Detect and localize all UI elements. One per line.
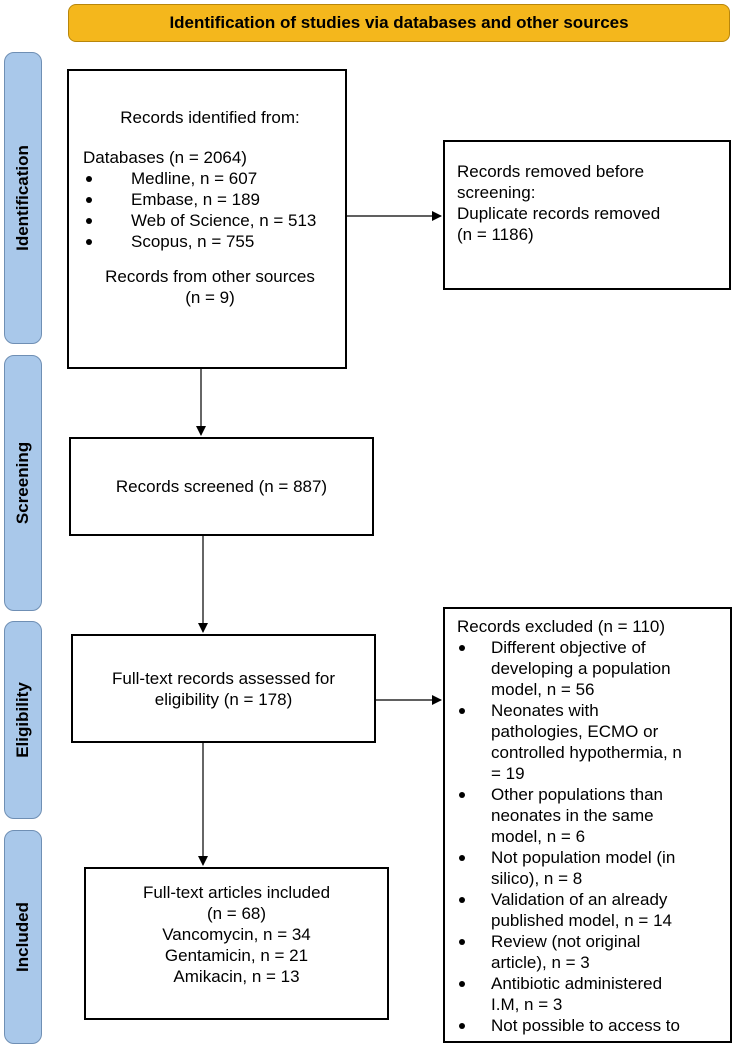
removed-line-1: Records removed before <box>457 162 645 181</box>
exclusion-text: I.M, n = 3 <box>491 995 563 1014</box>
exclusion-text: pathologies, ECMO or <box>491 722 659 741</box>
fulltext-line-2: eligibility (n = 178) <box>154 689 293 709</box>
included-line-1: Full-text articles included <box>142 883 331 902</box>
removed-line-3: Duplicate records removed <box>457 204 661 223</box>
exclusion-item: Not possible to access to <box>457 1015 724 1036</box>
database-item: Scopus, n = 755 <box>83 231 337 252</box>
excluded-box: Records excluded (n = 110) Different obj… <box>443 607 732 1043</box>
exclusion-text: Validation of an already <box>491 890 668 909</box>
fulltext-assessed-box: Full-text records assessed for eligibili… <box>71 634 376 743</box>
exclusion-item: Antibiotic administered I.M, n = 3 <box>457 973 724 1015</box>
databases-total: Databases (n = 2064) <box>83 148 247 167</box>
database-item: Embase, n = 189 <box>83 189 337 210</box>
removed-box: Records removed before screening: Duplic… <box>443 140 731 290</box>
exclusion-text: neonates in the same <box>491 806 654 825</box>
exclusion-text: Antibiotic administered <box>491 974 663 993</box>
removed-line-2: screening: <box>457 183 536 202</box>
exclusion-text: silico), n = 8 <box>491 869 583 888</box>
phase-identification: Identification <box>4 52 42 344</box>
phase-screening: Screening <box>4 355 42 611</box>
exclusion-text: article), n = 3 <box>491 953 590 972</box>
exclusion-text: Other populations than <box>491 785 664 804</box>
included-box: Full-text articles included (n = 68) Van… <box>84 867 389 1020</box>
exclusion-item: Review (not original article), n = 3 <box>457 931 724 973</box>
other-sources-count: (n = 9) <box>185 288 235 307</box>
included-line-4: Gentamicin, n = 21 <box>164 946 309 965</box>
exclusion-text: developing a population <box>491 659 671 678</box>
screened-text: Records screened (n = 887) <box>115 477 328 496</box>
identified-box: Records identified from: Databases (n = … <box>67 69 347 369</box>
header-banner: Identification of studies via databases … <box>68 4 730 42</box>
exclusion-item: Neonates with pathologies, ECMO or contr… <box>457 700 724 784</box>
screened-box: Records screened (n = 887) <box>69 437 374 536</box>
removed-line-4: (n = 1186) <box>457 225 534 244</box>
exclusion-item: Different objective of developing a popu… <box>457 637 724 700</box>
phase-included: Included <box>4 830 42 1044</box>
exclusion-text: Review (not original <box>491 932 641 951</box>
exclusion-item: Validation of an already published model… <box>457 889 724 931</box>
identified-heading: Records identified from: <box>120 108 300 127</box>
database-item: Medline, n = 607 <box>83 168 337 189</box>
exclusion-text: published model, n = 14 <box>491 911 672 930</box>
exclusion-text: = 19 <box>491 764 525 783</box>
other-sources-label: Records from other sources <box>105 267 315 286</box>
database-item: Web of Science, n = 513 <box>83 210 337 231</box>
included-line-2: (n = 68) <box>206 904 267 923</box>
phase-eligibility: Eligibility <box>4 621 42 819</box>
exclusion-text: Neonates with <box>491 701 599 720</box>
exclusion-list: Different objective of developing a popu… <box>457 637 724 1036</box>
exclusion-text: Not population model (in <box>491 848 676 867</box>
excluded-heading: Records excluded (n = 110) <box>457 617 666 636</box>
included-line-3: Vancomycin, n = 34 <box>162 925 311 944</box>
exclusion-text: model, n = 6 <box>491 827 586 846</box>
exclusion-text: Not possible to access to <box>491 1016 680 1035</box>
database-list: Medline, n = 607 Embase, n = 189 Web of … <box>83 168 337 252</box>
exclusion-text: controlled hypothermia, n <box>491 743 682 762</box>
exclusion-text: model, n = 56 <box>491 680 595 699</box>
header-title: Identification of studies via databases … <box>169 13 629 32</box>
exclusion-text: Different objective of <box>491 638 646 657</box>
included-line-5: Amikacin, n = 13 <box>173 967 300 986</box>
fulltext-line-1: Full-text records assessed for <box>112 668 335 688</box>
exclusion-item: Other populations than neonates in the s… <box>457 784 724 847</box>
exclusion-item: Not population model (in silico), n = 8 <box>457 847 724 889</box>
